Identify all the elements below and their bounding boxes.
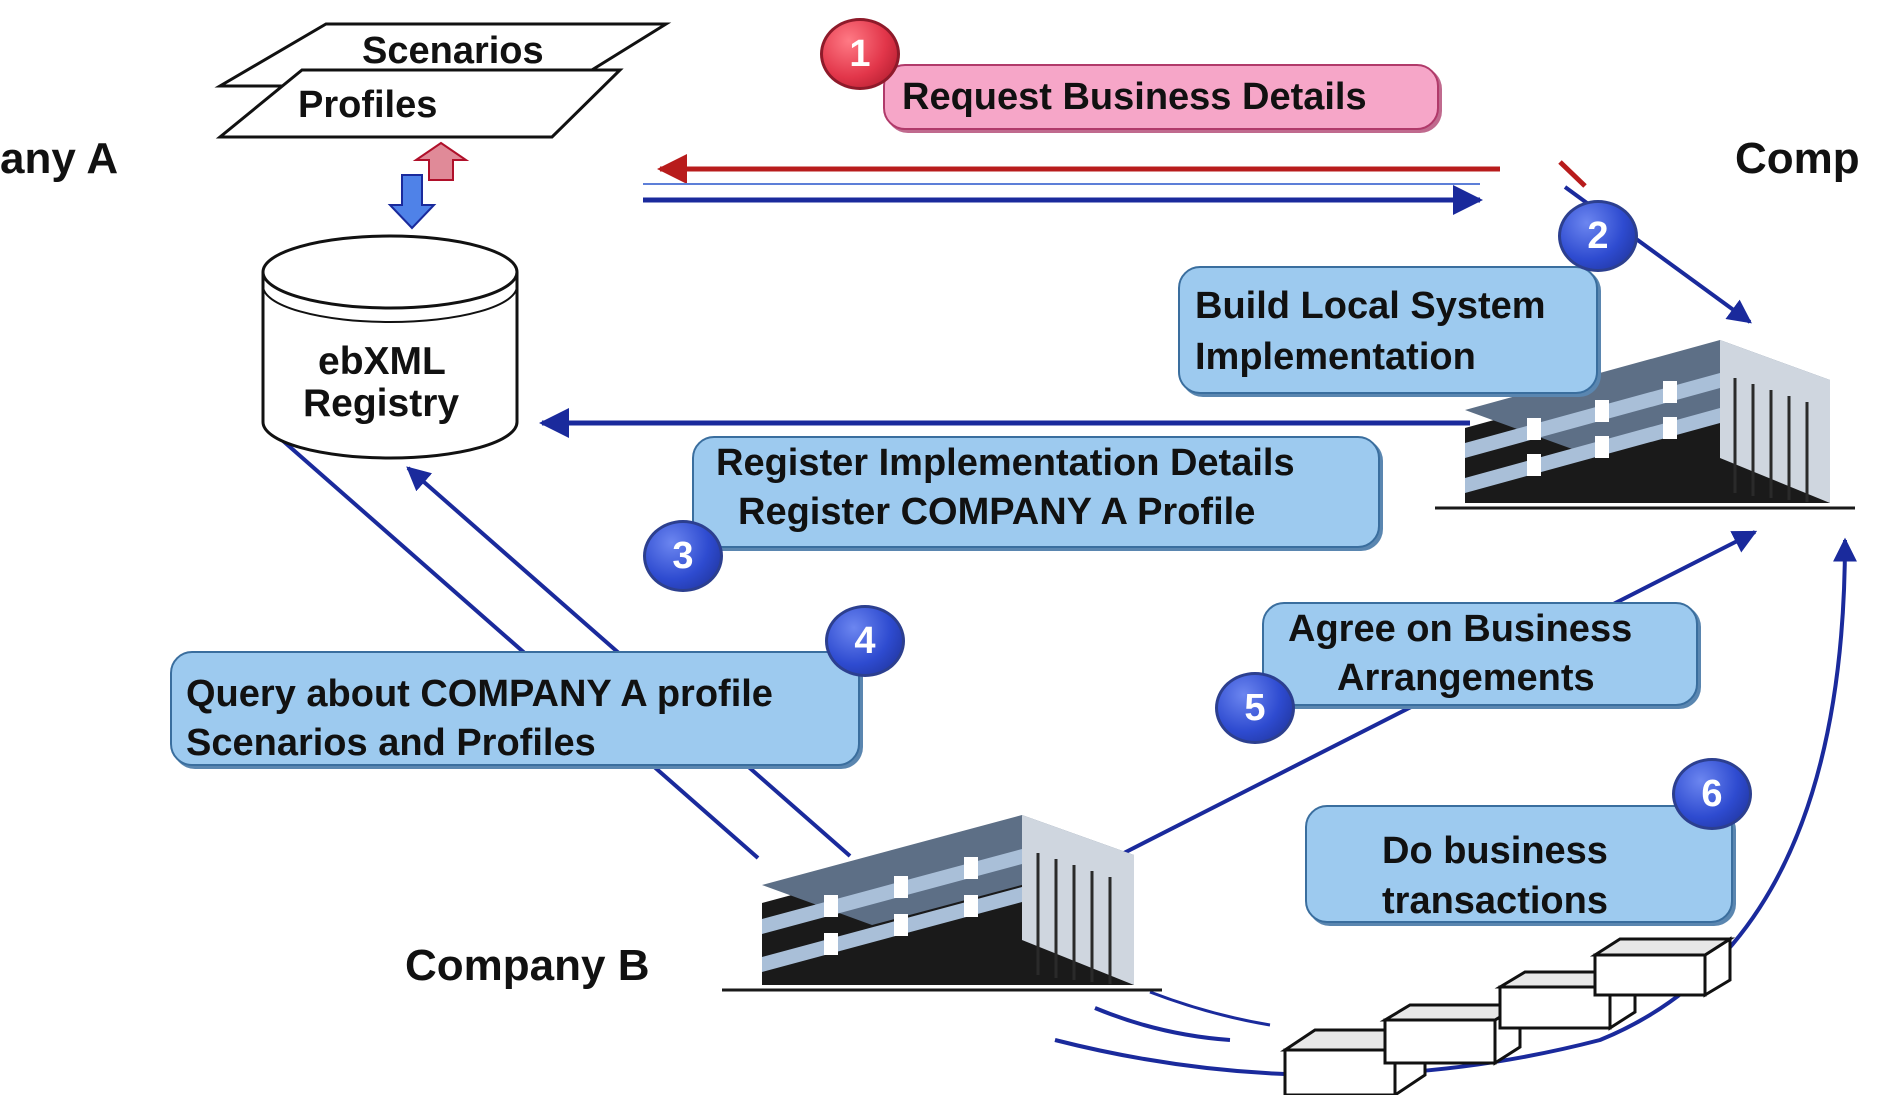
step-1-badge: 1 (820, 18, 900, 90)
step-6-text-line2: transactions (1382, 880, 1608, 922)
step-3-callout (692, 436, 1380, 548)
step-3-text-line2: Register COMPANY A Profile (738, 491, 1256, 533)
step-1-callout (883, 64, 1439, 130)
step-3-badge: 3 (643, 520, 723, 592)
document-stack-icon (214, 22, 672, 139)
step-6-badge: 6 (1672, 758, 1752, 830)
step-2-text-line2: Implementation (1195, 336, 1476, 378)
arrow-up-pink-icon (412, 141, 470, 181)
step-5-text-line1: Agree on Business (1288, 608, 1633, 650)
transaction-return-1 (1094, 1006, 1231, 1042)
step-3-text-line1: Register Implementation Details (716, 442, 1295, 484)
company-a-label-left: any A (0, 134, 119, 183)
step-6-text-line1: Do business (1382, 830, 1608, 872)
step-2-text-line1: Build Local System (1195, 285, 1546, 327)
step-2-badge: 2 (1558, 200, 1638, 272)
step-6-callout (1305, 805, 1733, 923)
step-5-callout (1262, 602, 1698, 706)
transaction-return-2 (1149, 990, 1271, 1027)
step-4-text-line2: Scenarios and Profiles (186, 722, 596, 764)
message-boxes-icon (1280, 936, 1736, 1095)
company-b-label: Company B (405, 941, 650, 990)
office-building-icon (1435, 340, 1855, 510)
transaction-curve (1054, 537, 1857, 1077)
step-4-callout (170, 651, 860, 766)
office-building-icon (722, 815, 1162, 992)
step-5-text-line2: Arrangements (1337, 657, 1595, 699)
step-4-badge: 4 (825, 605, 905, 677)
company-a-label-right: Comp (1735, 134, 1860, 183)
step-5-badge: 5 (1215, 672, 1295, 744)
registry-label-line1: ebXML (318, 340, 446, 383)
step-4-text-line1: Query about COMPANY A profile (186, 673, 773, 715)
profiles-label: Profiles (298, 84, 438, 126)
step-1-text: Request Business Details (902, 76, 1367, 118)
arrow-down-blue-icon (387, 174, 437, 230)
scenarios-label: Scenarios (362, 30, 544, 72)
database-cylinder-icon (261, 234, 519, 460)
query-line-1 (280, 438, 760, 860)
registry-label-line2: Registry (303, 382, 460, 425)
step-2-callout (1178, 266, 1598, 394)
red-tick (1558, 160, 1587, 188)
